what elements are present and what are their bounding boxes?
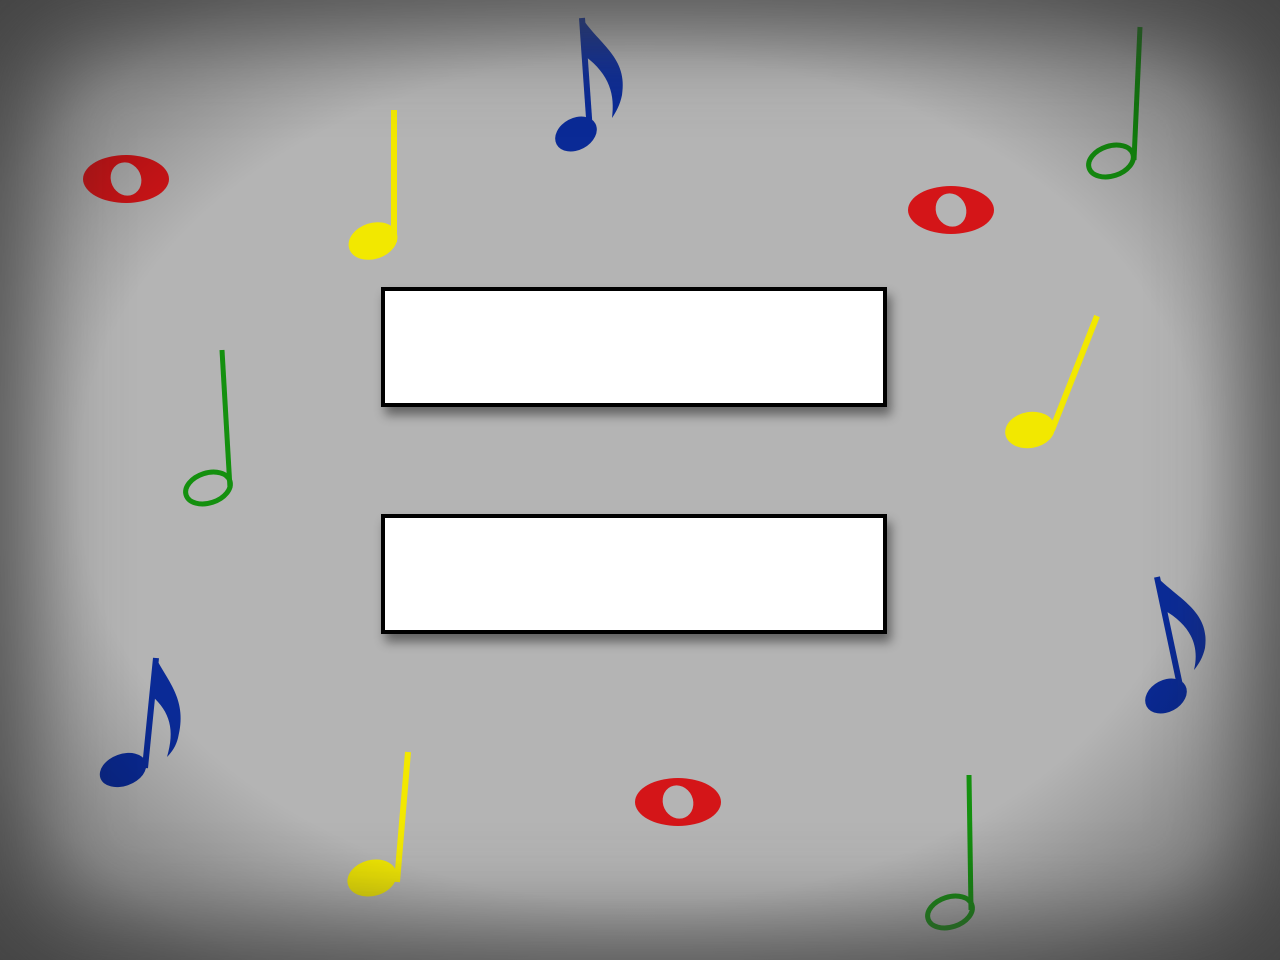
- menu-button-top[interactable]: [381, 287, 887, 407]
- eighth-note-icon: [1145, 576, 1206, 714]
- whole-note-icon: [83, 155, 169, 203]
- whole-note-icon: [908, 186, 994, 234]
- quarter-note-icon: [348, 110, 398, 260]
- half-note-icon: [183, 349, 233, 507]
- half-note-icon: [925, 774, 975, 931]
- quarter-note-icon: [347, 751, 411, 897]
- eighth-note-icon: [555, 17, 623, 152]
- eighth-note-icon: [99, 657, 181, 788]
- whole-note-icon: [635, 778, 721, 826]
- menu-button-bottom[interactable]: [381, 514, 887, 634]
- half-note-icon: [1086, 26, 1143, 180]
- quarter-note-icon: [1005, 314, 1100, 449]
